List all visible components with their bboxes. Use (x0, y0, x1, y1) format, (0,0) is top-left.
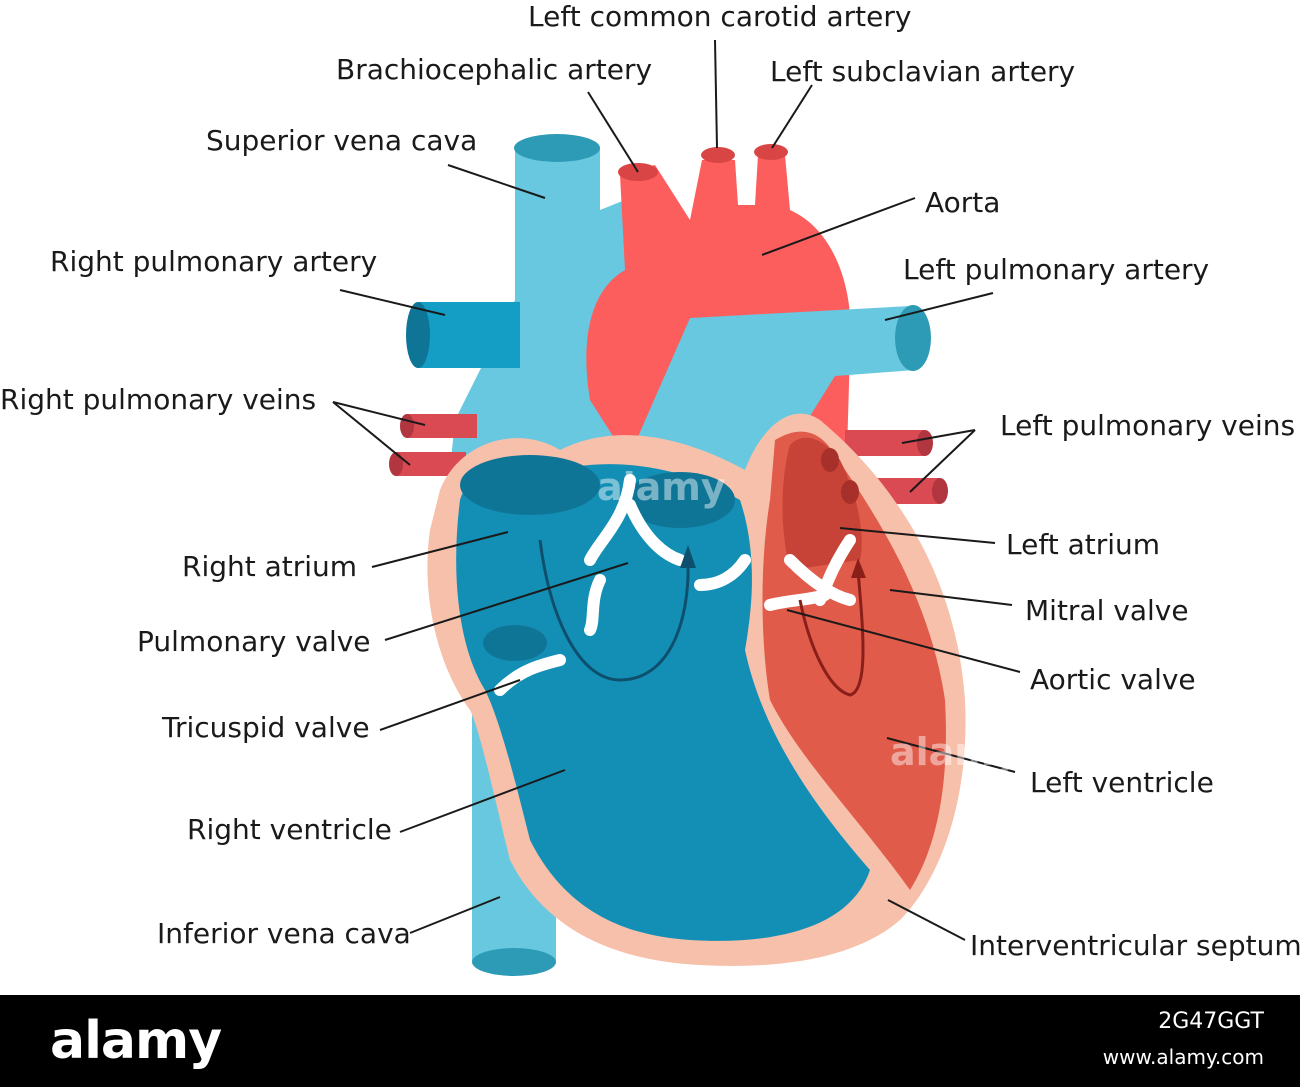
right-ventricle (456, 463, 870, 941)
aortic-valve (764, 589, 831, 611)
label-left-atrium: Left atrium (1006, 528, 1161, 561)
label-left-ventricle: Left ventricle (1030, 766, 1214, 799)
label-mitral-valve: Mitral valve (1025, 594, 1189, 627)
site-url: www.alamy.com (1102, 1045, 1264, 1069)
watermark-mark: alamy (597, 465, 726, 509)
label-right-pulmonary-veins: Right pulmonary veins (0, 383, 317, 416)
label-right-pulmonary-artery: Right pulmonary artery (50, 245, 378, 278)
image-id: 2G47GGT (1158, 1009, 1264, 1034)
label-left-subclavian-artery: Left subclavian artery (770, 55, 1076, 88)
superior-vena-cava (450, 134, 625, 470)
left-atrium (782, 437, 862, 570)
right-pulmonary-veins (389, 414, 477, 476)
label-aorta: Aorta (925, 186, 1001, 219)
label-right-ventricle: Right ventricle (187, 813, 392, 846)
label-left-pulmonary-veins: Left pulmonary veins (1000, 409, 1296, 442)
watermark-footer: alamy 2G47GGT www.alamy.com (0, 995, 1300, 1087)
pulmonary-valve (584, 474, 686, 636)
heart-diagram: alamy alamy (332, 39, 1021, 976)
right-atrium (460, 455, 600, 515)
label-brachiocephalic-artery: Brachiocephalic artery (336, 53, 653, 86)
alamy-logo: alamy (50, 1011, 222, 1071)
right-pulmonary-artery (406, 302, 520, 368)
left-flow-arrow (798, 569, 865, 697)
label-interventricular-septum: Interventricular septum (970, 929, 1300, 962)
right-flow-arrow (538, 539, 690, 682)
label-pulmonary-valve: Pulmonary valve (137, 625, 371, 658)
label-aortic-valve: Aortic valve (1030, 663, 1196, 696)
label-right-atrium: Right atrium (182, 550, 358, 583)
label-tricuspid-valve: Tricuspid valve (162, 711, 370, 744)
label-inferior-vena-cava: Inferior vena cava (157, 917, 411, 950)
watermark-mark: alamy (890, 730, 1019, 774)
label-left-pulmonary-artery: Left pulmonary artery (903, 253, 1210, 286)
label-left-common-carotid-artery: Left common carotid artery (528, 0, 912, 33)
label-superior-vena-cava: Superior vena cava (206, 124, 478, 157)
